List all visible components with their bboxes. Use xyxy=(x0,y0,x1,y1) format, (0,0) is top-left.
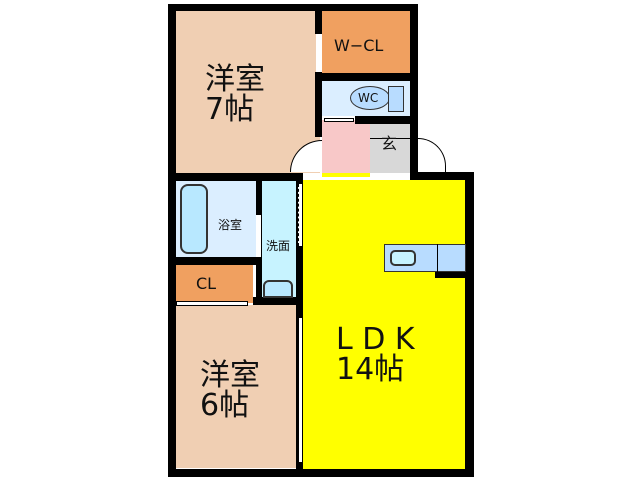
wall xyxy=(168,173,298,181)
wall xyxy=(410,172,474,180)
room1-size: 7帖 xyxy=(205,92,255,127)
ldk-room xyxy=(302,180,465,470)
bath-label: 浴室 xyxy=(218,218,243,232)
western-room-6jo xyxy=(176,305,296,468)
toilet-tank-icon xyxy=(388,86,404,112)
ldk-size: 14帖 xyxy=(336,352,405,387)
closet-door xyxy=(176,301,248,306)
wall xyxy=(435,270,470,278)
wall xyxy=(168,4,176,180)
walk-in-closet xyxy=(322,10,410,73)
wall xyxy=(168,257,258,265)
wall xyxy=(315,72,322,137)
ldk-opening xyxy=(322,173,370,177)
cl-label: CL xyxy=(196,274,217,293)
ldk-name: L D K xyxy=(336,322,415,357)
room2-name: 洋室 xyxy=(200,358,260,393)
toilet-icon xyxy=(350,86,390,110)
wall xyxy=(253,297,298,305)
sink-icon xyxy=(263,280,293,298)
counter-divider xyxy=(437,244,438,272)
hallway xyxy=(322,120,370,175)
closet xyxy=(176,265,253,303)
bathtub-icon xyxy=(180,184,208,254)
sliding-door xyxy=(298,184,302,246)
western-room-7jo xyxy=(175,10,320,173)
entrance-step xyxy=(370,138,410,139)
hall-door xyxy=(324,118,354,122)
wall xyxy=(168,469,474,477)
wall xyxy=(315,4,322,34)
genkan-label: 玄 xyxy=(381,134,398,153)
wall xyxy=(168,4,418,11)
wall xyxy=(320,73,412,81)
room2-size: 6帖 xyxy=(200,388,250,423)
wash-label: 洗面 xyxy=(266,239,291,253)
wc-label: WC xyxy=(358,91,379,105)
sliding-door xyxy=(298,318,302,462)
door-swing xyxy=(418,138,446,172)
wcl-label: W−CL xyxy=(334,36,384,55)
kitchen-sink-icon xyxy=(390,250,416,266)
room1-name: 洋室 xyxy=(205,62,265,97)
wall xyxy=(410,4,418,176)
entrance-genkan xyxy=(370,120,410,173)
wall xyxy=(355,116,411,124)
door-room1 xyxy=(316,34,321,72)
wall xyxy=(465,172,474,477)
bath-door xyxy=(256,215,261,257)
wall xyxy=(168,173,176,477)
